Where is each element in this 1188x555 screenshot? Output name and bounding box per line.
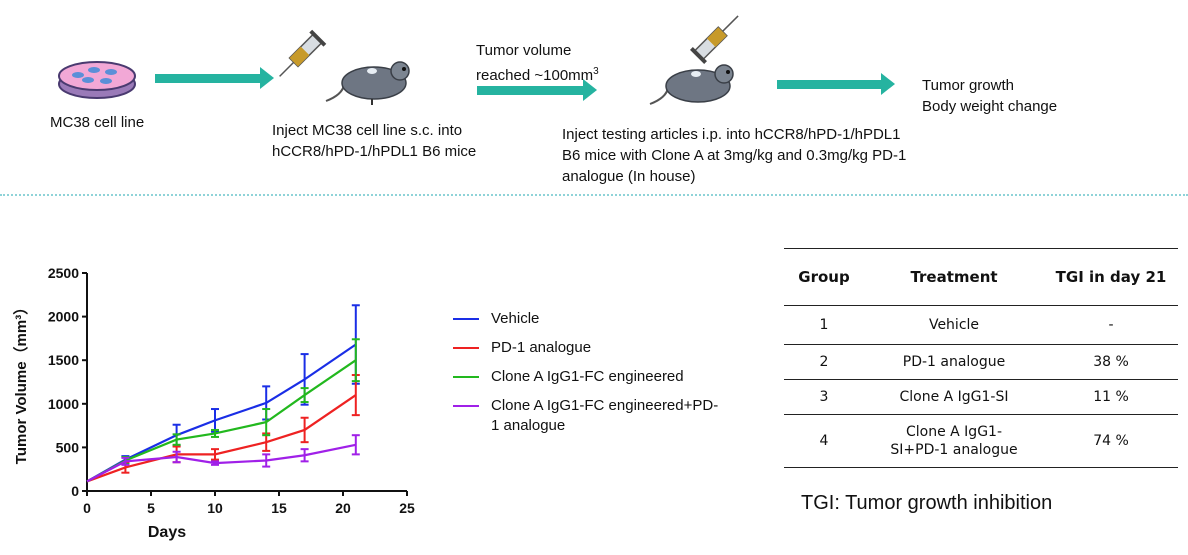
header-treatment: Treatment — [864, 248, 1044, 306]
tgi-footnote: TGI: Tumor growth inhibition — [801, 492, 1053, 514]
cell-tgi: 11 % — [1044, 379, 1178, 415]
x-tick-label: 25 — [399, 500, 415, 516]
legend-item-combo: Clone A IgG1-FC engineered+PD-1 analogue — [453, 396, 721, 436]
syringe-icon — [279, 29, 327, 77]
table-header-row: Group Treatment TGI in day 21 — [784, 248, 1178, 306]
cell-treatment: Clone A IgG1-SI+PD-1 analogue — [864, 414, 1044, 468]
x-tick-label: 10 — [207, 500, 223, 516]
outcome-label: Tumor growth Body weight change — [922, 77, 1058, 115]
cell-group: 3 — [784, 379, 864, 415]
cell-treatment: Clone A IgG1-SI — [864, 379, 1044, 415]
y-tick-label: 500 — [56, 439, 80, 455]
cell-group: 1 — [784, 305, 864, 345]
mouse-icon — [325, 61, 410, 105]
cell-treatment: Vehicle — [864, 305, 1044, 345]
x-axis-label: Days — [148, 524, 186, 541]
table-row: 2 PD-1 analogue 38 % — [784, 344, 1178, 380]
cell-line-label: MC38 cell line — [50, 114, 145, 131]
series-line-2 — [86, 394, 357, 483]
legend-swatch-pd1 — [453, 347, 479, 349]
cell-group: 4 — [784, 414, 864, 468]
x-tick-label: 0 — [83, 500, 91, 516]
cell-tgi: 38 % — [1044, 344, 1178, 380]
tumor-volume-label: Tumor volume reached ~100mm3 — [476, 42, 599, 84]
cell-group: 2 — [784, 344, 864, 380]
legend-swatch-vehicle — [453, 318, 479, 320]
y-tick-label: 0 — [71, 483, 79, 499]
legend-item-vehicle: Vehicle — [453, 309, 539, 329]
mouse-icon-2 — [649, 64, 734, 105]
cell-tgi: - — [1044, 305, 1178, 345]
header-tgi: TGI in day 21 — [1044, 248, 1178, 306]
inject-articles-label: Inject testing articles i.p. into hCCR8/… — [562, 126, 907, 185]
table-row: 1 Vehicle - — [784, 305, 1178, 345]
y-tick-label: 2000 — [48, 309, 79, 325]
y-tick-label: 2500 — [48, 265, 79, 281]
petri-dish-icon — [58, 61, 136, 99]
cell-treatment: PD-1 analogue — [864, 344, 1044, 380]
x-tick-label: 15 — [271, 500, 287, 516]
header-group: Group — [784, 248, 864, 306]
inject-cells-label: Inject MC38 cell line s.c. into hCCR8/hP… — [272, 122, 477, 160]
tgi-table: Group Treatment TGI in day 21 1 Vehicle … — [784, 248, 1178, 468]
y-axis-label: Tumor Volume（mm³） — [12, 300, 30, 464]
y-tick-label: 1500 — [48, 352, 79, 368]
cell-tgi: 74 % — [1044, 414, 1178, 468]
syringe-icon-2 — [690, 15, 739, 64]
legend-swatch-clone-a — [453, 376, 479, 378]
x-tick-label: 20 — [335, 500, 351, 516]
legend-item-pd1: PD-1 analogue — [453, 338, 591, 358]
x-tick-label: 5 — [147, 500, 155, 516]
y-tick-label: 1000 — [48, 396, 79, 412]
section-divider — [0, 194, 1188, 196]
legend-swatch-combo — [453, 405, 479, 407]
table-row: 3 Clone A IgG1-SI 11 % — [784, 379, 1178, 415]
legend-item-clone-a: Clone A IgG1-FC engineered — [453, 367, 684, 387]
table-row: 4 Clone A IgG1-SI+PD-1 analogue 74 % — [784, 414, 1178, 468]
